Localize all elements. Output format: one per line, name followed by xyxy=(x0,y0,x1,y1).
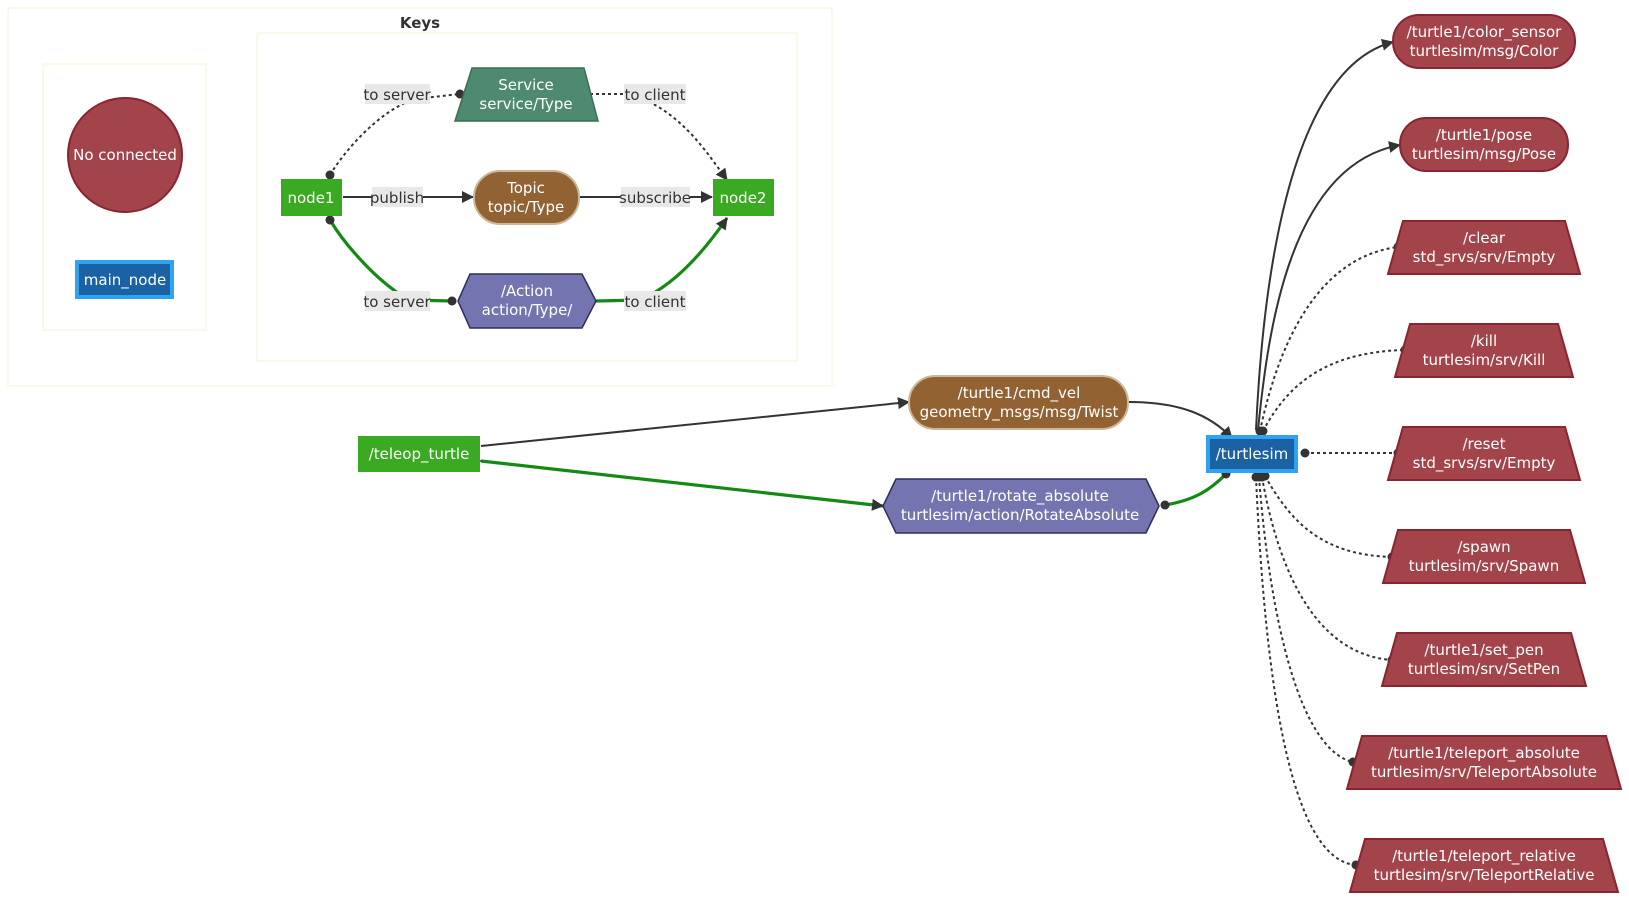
legend-topic-line2: topic/Type xyxy=(488,198,565,216)
topic-color-sensor-line1: /turtle1/color_sensor xyxy=(1407,23,1562,42)
edge-turtlesim-clear xyxy=(1255,242,1403,436)
action-rotate-absolute[interactable]: /turtle1/rotate_absolute turtlesim/actio… xyxy=(882,478,1160,534)
keys-title: Keys xyxy=(400,14,440,32)
service-teleport-relative-line1: /turtle1/teleport_relative xyxy=(1392,847,1576,866)
edge-teleop-cmd-vel xyxy=(480,397,910,447)
legend-main-node-label: main_node xyxy=(84,271,166,290)
edge-cmd-vel-turtlesim xyxy=(1128,401,1233,439)
service-clear[interactable]: /clear std_srvs/srv/Empty xyxy=(1386,220,1582,275)
legend-edge-action-node2 xyxy=(584,217,729,308)
topic-cmd-vel[interactable]: /turtle1/cmd_vel geometry_msgs/msg/Twist xyxy=(908,375,1129,430)
legend-node1-label: node1 xyxy=(288,189,335,207)
svg-text:to client: to client xyxy=(624,86,685,104)
action-rotate-absolute-line1: /turtle1/rotate_absolute xyxy=(931,487,1109,506)
legend-label-to-server-action: to server xyxy=(363,291,431,311)
svg-text:subscribe: subscribe xyxy=(619,189,691,207)
keys-frame xyxy=(7,7,833,387)
legend-node2: node2 xyxy=(713,179,774,216)
service-teleport-relative[interactable]: /turtle1/teleport_relative turtlesim/srv… xyxy=(1348,838,1620,893)
edge-teleop-rotate-absolute xyxy=(469,453,884,511)
keys-left-panel xyxy=(42,63,207,331)
action-rotate-absolute-line2: turtlesim/action/RotateAbsolute xyxy=(901,506,1139,524)
service-teleport-absolute-line1: /turtle1/teleport_absolute xyxy=(1388,744,1580,763)
node-teleop-turtle-label: /teleop_turtle xyxy=(369,445,470,464)
service-clear-line2: std_srvs/srv/Empty xyxy=(1413,248,1556,267)
legend-service-line1: Service xyxy=(498,76,553,94)
legend-action-line2: action/Type/ xyxy=(482,301,574,319)
topic-color-sensor-line2: turtlesim/msg/Color xyxy=(1410,42,1559,60)
topic-color-sensor[interactable]: /turtle1/color_sensor turtlesim/msg/Colo… xyxy=(1392,14,1576,69)
keys-right-panel xyxy=(256,32,798,362)
topic-pose-line1: /turtle1/pose xyxy=(1436,126,1532,144)
node-turtlesim[interactable]: /turtlesim xyxy=(1206,435,1298,473)
service-set-pen-line2: turtlesim/srv/SetPen xyxy=(1408,660,1560,678)
service-set-pen-line1: /turtle1/set_pen xyxy=(1424,641,1543,660)
legend-node2-label: node2 xyxy=(720,189,767,207)
svg-text:to client: to client xyxy=(624,293,685,311)
legend-topic-line1: Topic xyxy=(506,179,545,197)
legend-label-subscribe: subscribe xyxy=(619,187,691,207)
service-spawn-line1: /spawn xyxy=(1457,538,1510,556)
service-spawn[interactable]: /spawn turtlesim/srv/Spawn xyxy=(1381,529,1587,584)
edge-turtlesim-spawn xyxy=(1260,471,1397,562)
edge-turtlesim-teleport-relative xyxy=(1251,472,1361,870)
legend-label-to-server-service: to server xyxy=(363,84,431,104)
service-teleport-absolute-line2: turtlesim/srv/TeleportAbsolute xyxy=(1371,763,1597,781)
legend-action: /Action action/Type/ xyxy=(457,273,597,329)
legend-edge-node1-action xyxy=(325,215,457,306)
topic-cmd-vel-line1: /turtle1/cmd_vel xyxy=(958,384,1081,403)
service-kill-line2: turtlesim/srv/Kill xyxy=(1423,351,1546,369)
edge-turtlesim-kill xyxy=(1258,345,1410,436)
keys-legend: Keys No connected main_node Service serv… xyxy=(7,7,833,387)
legend-edge-service-node2 xyxy=(573,88,728,181)
service-kill-line1: /kill xyxy=(1471,332,1497,350)
legend-action-line1: /Action xyxy=(501,282,553,300)
legend-main-node: main_node xyxy=(75,260,174,299)
legend-topic: Topic topic/Type xyxy=(473,170,580,225)
service-spawn-line2: turtlesim/srv/Spawn xyxy=(1409,557,1559,575)
legend-node1: node1 xyxy=(281,179,342,216)
service-reset-line1: /reset xyxy=(1462,435,1505,453)
service-teleport-absolute[interactable]: /turtle1/teleport_absolute turtlesim/srv… xyxy=(1345,735,1623,790)
edge-turtlesim-teleport-absolute xyxy=(1254,472,1358,767)
svg-text:to server: to server xyxy=(363,293,431,311)
service-set-pen[interactable]: /turtle1/set_pen turtlesim/srv/SetPen xyxy=(1380,632,1588,687)
service-kill[interactable]: /kill turtlesim/srv/Kill xyxy=(1393,323,1575,378)
graph-edges xyxy=(469,38,1410,870)
legend-no-connected-label: No connected xyxy=(73,146,177,164)
legend-service: Service service/Type xyxy=(453,67,599,122)
service-teleport-relative-line2: turtlesim/srv/TeleportRelative xyxy=(1374,866,1595,884)
legend-edge-node1-service xyxy=(325,89,465,180)
svg-text:to server: to server xyxy=(363,86,431,104)
edge-rotate-absolute-turtlesim xyxy=(1160,469,1231,510)
edge-turtlesim-pose xyxy=(1257,141,1401,431)
service-reset[interactable]: /reset std_srvs/srv/Empty xyxy=(1386,426,1582,481)
node-turtlesim-label: /turtlesim xyxy=(1216,445,1288,463)
node-teleop-turtle[interactable]: /teleop_turtle xyxy=(358,436,480,472)
legend-label-to-client-service: to client xyxy=(624,84,686,104)
legend-label-publish: publish xyxy=(370,187,424,207)
service-reset-line2: std_srvs/srv/Empty xyxy=(1413,454,1556,473)
service-clear-line1: /clear xyxy=(1463,229,1506,247)
legend-service-line2: service/Type xyxy=(479,95,572,113)
legend-no-connected: No connected xyxy=(67,97,183,213)
legend-label-to-client-action: to client xyxy=(624,291,686,311)
topic-pose[interactable]: /turtle1/pose turtlesim/msg/Pose xyxy=(1399,117,1569,172)
topic-pose-line2: turtlesim/msg/Pose xyxy=(1412,145,1556,163)
svg-text:publish: publish xyxy=(370,189,424,207)
topic-cmd-vel-line2: geometry_msgs/msg/Twist xyxy=(920,403,1119,422)
